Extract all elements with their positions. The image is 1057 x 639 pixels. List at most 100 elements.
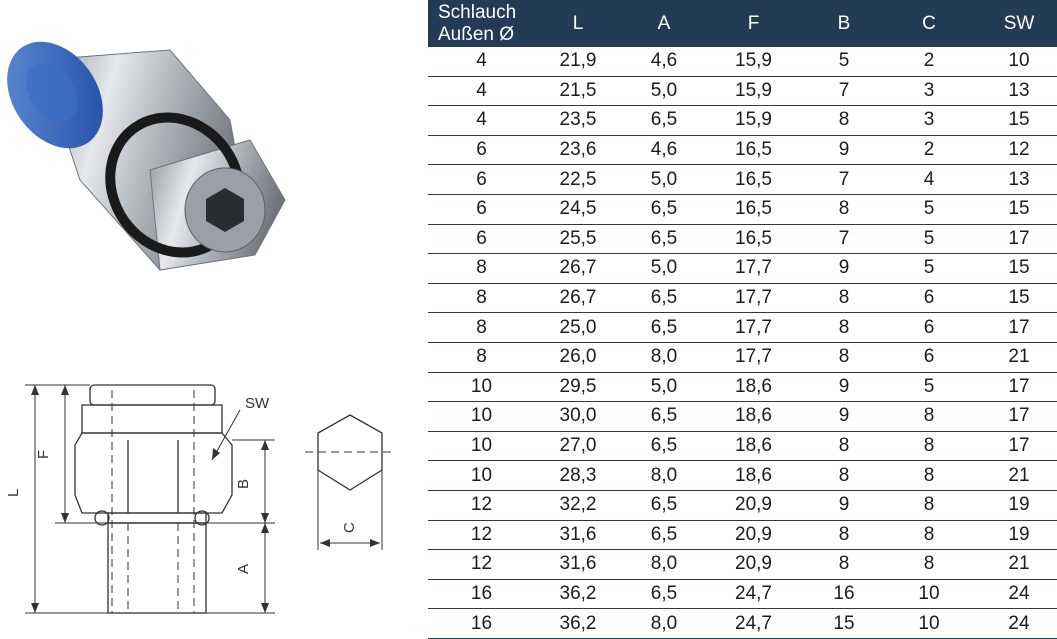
table-cell: 26,0 bbox=[535, 342, 621, 373]
table-cell: 25,0 bbox=[535, 312, 621, 343]
table-cell: 4,6 bbox=[621, 135, 707, 166]
table-cell: 19 bbox=[970, 520, 1057, 551]
table-cell: 6,5 bbox=[621, 431, 707, 462]
table-cell: 17,7 bbox=[707, 253, 800, 284]
table-cell: 36,2 bbox=[535, 579, 621, 610]
table-cell: 5 bbox=[800, 47, 888, 77]
column-header: L bbox=[535, 0, 621, 47]
table-cell: 17 bbox=[970, 431, 1057, 462]
table-cell: 8 bbox=[888, 431, 970, 462]
table-cell: 16 bbox=[800, 579, 888, 610]
o-ring-right bbox=[194, 510, 210, 526]
table-cell: 6,5 bbox=[621, 105, 707, 136]
table-cell: 5,0 bbox=[621, 76, 707, 107]
table-cell: 8 bbox=[428, 253, 535, 284]
table-cell: 18,6 bbox=[707, 431, 800, 462]
table-cell: 24,7 bbox=[707, 579, 800, 610]
table-cell: 8 bbox=[800, 194, 888, 225]
table-cell: 10 bbox=[428, 460, 535, 491]
table-cell: 16 bbox=[428, 608, 535, 639]
table-cell: 16,5 bbox=[707, 224, 800, 255]
table-cell: 20,9 bbox=[707, 490, 800, 521]
table-cell: 4 bbox=[888, 164, 970, 195]
table-cell: 3 bbox=[888, 76, 970, 107]
table-cell: 28,3 bbox=[535, 460, 621, 491]
table-cell: 8 bbox=[888, 490, 970, 521]
table-cell: 2 bbox=[888, 47, 970, 77]
table-cell: 8 bbox=[428, 342, 535, 373]
label-a: A bbox=[235, 564, 252, 574]
table-cell: 8,0 bbox=[621, 460, 707, 491]
table-cell: 8,0 bbox=[621, 549, 707, 580]
table-cell: 6 bbox=[888, 342, 970, 373]
table-cell: 15 bbox=[970, 194, 1057, 225]
column-header: B bbox=[800, 0, 888, 47]
table-cell: 21,9 bbox=[535, 47, 621, 77]
table-cell: 7 bbox=[800, 224, 888, 255]
table-cell: 21 bbox=[970, 342, 1057, 373]
table-cell: 6,5 bbox=[621, 490, 707, 521]
table-cell: 8 bbox=[800, 460, 888, 491]
table-cell: 19 bbox=[970, 490, 1057, 521]
table-cell: 16,5 bbox=[707, 135, 800, 166]
table-cell: 15,9 bbox=[707, 47, 800, 77]
label-c: C bbox=[341, 522, 358, 533]
table-cell: 10 bbox=[428, 431, 535, 462]
table-cell: 24,5 bbox=[535, 194, 621, 225]
table-cell: 16,5 bbox=[707, 194, 800, 225]
table-cell: 12 bbox=[428, 549, 535, 580]
blue-release-ring bbox=[7, 41, 103, 149]
table-cell: 8 bbox=[800, 549, 888, 580]
table-cell: 18,6 bbox=[707, 372, 800, 403]
table-cell: 5 bbox=[888, 253, 970, 284]
table-cell: 23,6 bbox=[535, 135, 621, 166]
table-cell: 10 bbox=[428, 401, 535, 432]
table-cell: 17 bbox=[970, 401, 1057, 432]
table-cell: 17,7 bbox=[707, 283, 800, 314]
table-cell: 15 bbox=[800, 608, 888, 639]
table-cell: 6,5 bbox=[621, 312, 707, 343]
table-cell: 6 bbox=[428, 135, 535, 166]
table-cell: 5,0 bbox=[621, 372, 707, 403]
table-cell: 22,5 bbox=[535, 164, 621, 195]
table-cell: 6,5 bbox=[621, 224, 707, 255]
table-cell: 7 bbox=[800, 164, 888, 195]
hex-body-outline bbox=[74, 432, 233, 514]
table-cell: 6,5 bbox=[621, 194, 707, 225]
table-cell: 7 bbox=[800, 76, 888, 107]
fitting-product-photo bbox=[7, 41, 286, 271]
table-cell: 4 bbox=[428, 47, 535, 77]
table-cell: 10 bbox=[428, 372, 535, 403]
table-cell: 23,5 bbox=[535, 105, 621, 136]
table-cell: 13 bbox=[970, 164, 1057, 195]
table-cell: 27,0 bbox=[535, 431, 621, 462]
table-cell: 5 bbox=[888, 194, 970, 225]
table-cell: 8,0 bbox=[621, 342, 707, 373]
table-cell: 24,7 bbox=[707, 608, 800, 639]
table-cell: 36,2 bbox=[535, 608, 621, 639]
table-cell: 15 bbox=[970, 253, 1057, 284]
table-cell: 6,5 bbox=[621, 401, 707, 432]
column-header: F bbox=[707, 0, 800, 47]
table-cell: 24 bbox=[970, 608, 1057, 639]
table-cell: 30,0 bbox=[535, 401, 621, 432]
table-cell: 9 bbox=[800, 135, 888, 166]
table-cell: 21,5 bbox=[535, 76, 621, 107]
